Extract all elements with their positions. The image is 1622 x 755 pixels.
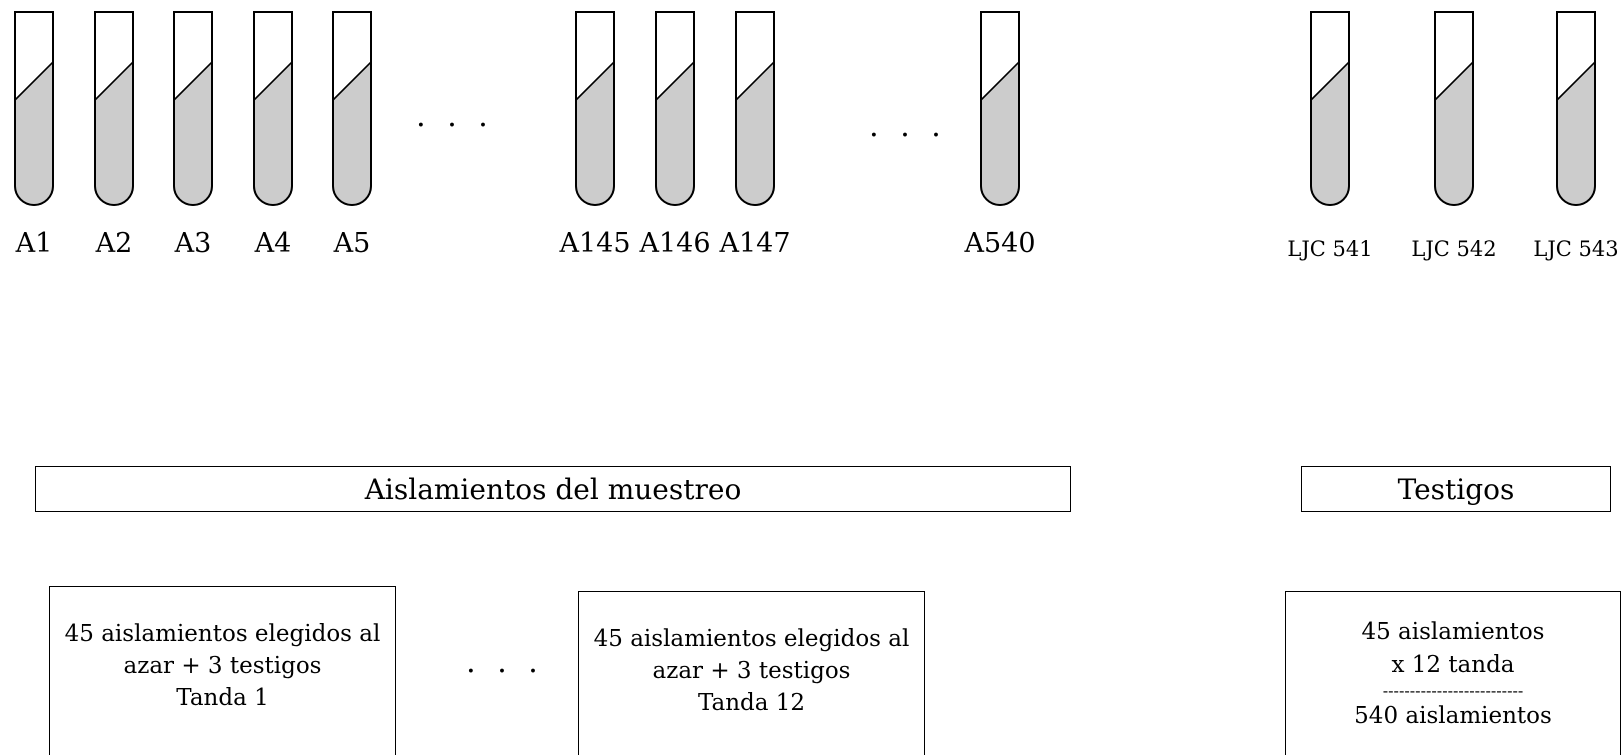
summary-divider: -------------------------- — [1382, 681, 1524, 700]
tube-outline — [173, 11, 213, 206]
sample-tube — [173, 11, 213, 206]
sample-tube — [14, 11, 54, 206]
sample-tube — [94, 11, 134, 206]
tube-label: A2 — [95, 228, 133, 259]
tube-liquid — [14, 60, 54, 206]
samples-header-text: Aislamientos del muestreo — [364, 472, 742, 506]
tube-liquid — [1434, 60, 1474, 206]
batch-12-box: 45 aislamientos elegidos al azar + 3 tes… — [578, 591, 925, 755]
batch-text: 45 aislamientos elegidos al — [64, 621, 381, 647]
batch-text: Tanda 1 — [176, 685, 269, 711]
tube-liquid — [253, 60, 293, 206]
sample-tube — [575, 11, 615, 206]
control-tube — [1310, 11, 1350, 206]
tube-liquid — [575, 60, 615, 206]
tube-outline — [1556, 11, 1596, 206]
tube-label: A1 — [15, 228, 53, 259]
tube-outline — [332, 11, 372, 206]
sample-tube — [655, 11, 695, 206]
control-tube-label: LJC 542 — [1411, 237, 1497, 261]
tube-liquid — [655, 60, 695, 206]
sample-tube — [980, 11, 1020, 206]
tube-outline — [735, 11, 775, 206]
summary-text: 540 aislamientos — [1354, 703, 1552, 729]
tube-outline — [14, 11, 54, 206]
tube-label: A540 — [964, 228, 1036, 259]
samples-header: Aislamientos del muestreo — [35, 466, 1071, 512]
sample-tube — [253, 11, 293, 206]
batch-text: Tanda 12 — [697, 690, 806, 716]
control-tube-label: LJC 543 — [1533, 237, 1619, 261]
summary-text: 45 aislamientos — [1361, 619, 1545, 645]
tube-outline — [94, 11, 134, 206]
controls-header-text: Testigos — [1397, 472, 1515, 506]
tube-outline — [980, 11, 1020, 206]
control-tube — [1434, 11, 1474, 206]
tube-liquid — [1310, 60, 1350, 206]
sample-tube — [332, 11, 372, 206]
tube-outline — [575, 11, 615, 206]
batch-text: azar + 3 testigos — [652, 658, 851, 684]
tube-label: A146 — [639, 228, 711, 259]
tube-liquid — [980, 60, 1020, 206]
batch-1-box: 45 aislamientos elegidos al azar + 3 tes… — [49, 586, 396, 755]
tube-label: A4 — [254, 228, 292, 259]
tube-label: A3 — [174, 228, 212, 259]
tube-outline — [655, 11, 695, 206]
tube-outline — [1310, 11, 1350, 206]
tube-liquid — [1556, 60, 1596, 206]
tube-label: A147 — [719, 228, 791, 259]
tube-outline — [1434, 11, 1474, 206]
batch-ellipsis: · · · — [466, 654, 544, 689]
sample-tube — [735, 11, 775, 206]
tube-label: A5 — [333, 228, 371, 259]
control-tube — [1556, 11, 1596, 206]
tube-liquid — [735, 60, 775, 206]
summary-text: x 12 tanda — [1391, 652, 1515, 678]
tube-ellipsis: · · · — [869, 118, 947, 153]
batch-text: azar + 3 testigos — [123, 653, 322, 679]
tube-liquid — [332, 60, 372, 206]
tube-outline — [253, 11, 293, 206]
tube-label: A145 — [559, 228, 631, 259]
control-tube-label: LJC 541 — [1287, 237, 1373, 261]
tube-liquid — [94, 60, 134, 206]
controls-header: Testigos — [1301, 466, 1611, 512]
summary-box: 45 aislamientos x 12 tanda -------------… — [1285, 591, 1621, 755]
tube-liquid — [173, 60, 213, 206]
batch-text: 45 aislamientos elegidos al — [593, 626, 910, 652]
tube-ellipsis: · · · — [416, 108, 494, 143]
